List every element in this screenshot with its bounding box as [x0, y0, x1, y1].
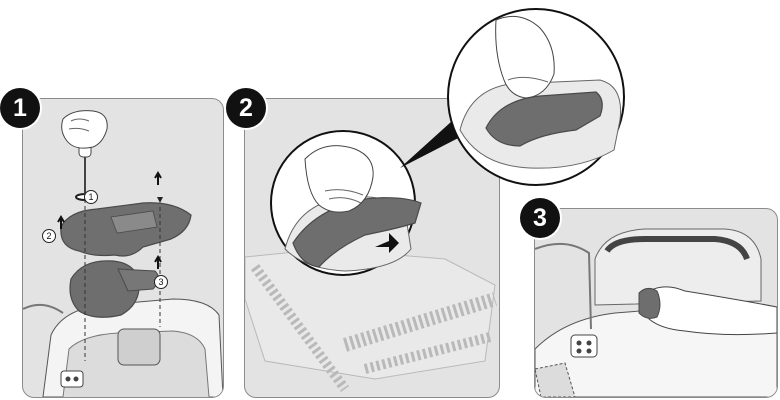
step-number-badge: 2	[226, 88, 266, 128]
step-number-badge: 1	[0, 88, 40, 128]
step-number-badge: 3	[520, 198, 560, 238]
